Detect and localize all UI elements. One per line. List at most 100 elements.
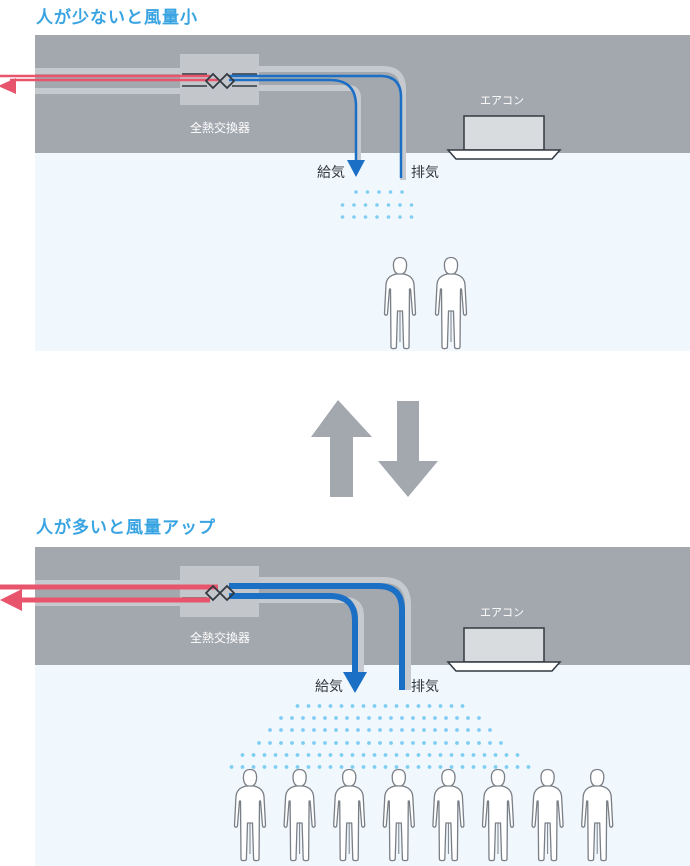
airflow-dot	[339, 753, 344, 757]
airflow-dot	[367, 716, 371, 720]
airflow-dot	[488, 728, 492, 732]
airflow-dot	[361, 704, 366, 708]
airflow-dot	[433, 716, 437, 720]
airflow-dot	[312, 716, 316, 720]
top-panel: 全熱交換器 エアコン 給気 排気	[0, 35, 690, 351]
switch-arrows	[311, 400, 438, 497]
airflow-dot	[411, 716, 415, 720]
airflow-dot	[279, 741, 283, 745]
airflow-dot	[290, 716, 294, 720]
airflow-dot	[312, 728, 316, 732]
airflow-dot	[328, 704, 333, 708]
bottom-supply-line	[229, 593, 358, 672]
airflow-dot	[356, 728, 360, 732]
airflow-dot	[317, 753, 322, 757]
airflow-dot	[323, 716, 327, 720]
airflow-dot	[493, 765, 498, 769]
airflow-dot	[416, 753, 421, 757]
bottom-supply-label: 給気	[315, 679, 343, 695]
airflow-dot	[398, 215, 402, 219]
airflow-dot	[339, 704, 344, 708]
airflow-dot	[312, 741, 316, 745]
airflow-dot	[279, 728, 283, 732]
airflow-dot	[367, 741, 371, 745]
airflow-dot	[323, 741, 327, 745]
airflow-dot	[400, 741, 404, 745]
airflow-dot	[240, 753, 245, 757]
airflow-dot	[444, 741, 448, 745]
airflow-dot	[411, 741, 415, 745]
airflow-dot	[295, 765, 300, 769]
airflow-dot	[405, 765, 410, 769]
top-exhaust-label: 排気	[411, 165, 439, 181]
airflow-dot	[375, 203, 379, 207]
airflow-dot	[363, 203, 368, 207]
airflow-dot	[455, 728, 459, 732]
top-room	[35, 153, 690, 351]
airflow-dot	[383, 765, 388, 769]
airflow-dot	[273, 765, 278, 769]
bottom-panel: 全熱交換器 エアコン 給気 排気	[0, 547, 690, 866]
airflow-dot	[350, 753, 355, 757]
airflow-dot	[317, 765, 322, 769]
airflow-dot	[433, 741, 437, 745]
airflow-dot	[365, 190, 370, 194]
airflow-dot	[251, 753, 256, 757]
airflow-dot	[460, 753, 465, 757]
airflow-dot	[352, 203, 356, 207]
airflow-dot	[273, 753, 278, 757]
airflow-dot	[386, 203, 391, 207]
airflow-dot	[328, 753, 333, 757]
top-aircon-label: エアコン	[480, 94, 524, 107]
airflow-dot	[455, 716, 459, 720]
top-aircon: エアコン	[446, 94, 562, 160]
airflow-dot	[515, 753, 520, 757]
airflow-dot	[460, 765, 465, 769]
airflow-dot	[427, 765, 432, 769]
airflow-dot	[268, 728, 272, 732]
airflow-dot	[295, 704, 300, 708]
airflow-dot	[438, 765, 443, 769]
top-panel-title: 人が少ないと風量小	[36, 8, 198, 28]
airflow-dot	[378, 716, 382, 720]
bottom-supply-arrowhead	[343, 672, 367, 693]
airflow-dot	[477, 741, 481, 745]
airflow-dot	[422, 741, 426, 745]
airflow-dot	[409, 203, 414, 207]
airflow-dot	[504, 753, 509, 757]
airflow-dot	[350, 765, 355, 769]
top-ducts	[35, 66, 406, 180]
airflow-dot	[306, 765, 311, 769]
airflow-dot	[279, 716, 283, 720]
airflow-dot	[444, 716, 448, 720]
airflow-dot	[499, 741, 503, 745]
airflow-dot	[372, 765, 377, 769]
airflow-dot	[477, 716, 481, 720]
airflow-dot	[400, 190, 404, 194]
airflow-dot	[334, 716, 338, 720]
airflow-dot	[295, 753, 300, 757]
airflow-dot	[317, 704, 322, 708]
bottom-exhaust-line	[229, 583, 405, 690]
airflow-dot	[460, 704, 465, 708]
airflow-dot	[409, 215, 414, 219]
top-supply-label: 給気	[317, 165, 345, 181]
airflow-dot	[340, 203, 345, 207]
airflow-dot	[240, 765, 245, 769]
airflow-dot	[356, 716, 360, 720]
airflow-dot	[438, 753, 443, 757]
airflow-dot	[356, 741, 360, 745]
airflow-dot	[438, 704, 443, 708]
airflow-dot	[290, 741, 294, 745]
airflow-dot	[449, 753, 454, 757]
airflow-dot	[398, 203, 402, 207]
airflow-dot	[433, 728, 437, 732]
airflow-dot	[400, 716, 404, 720]
airflow-dot	[386, 215, 391, 219]
airflow-dot	[345, 716, 349, 720]
airflow-dot	[466, 728, 470, 732]
airflow-dot	[383, 704, 388, 708]
top-exhaust-out-arrowhead	[0, 78, 16, 94]
airflow-dot	[515, 765, 520, 769]
